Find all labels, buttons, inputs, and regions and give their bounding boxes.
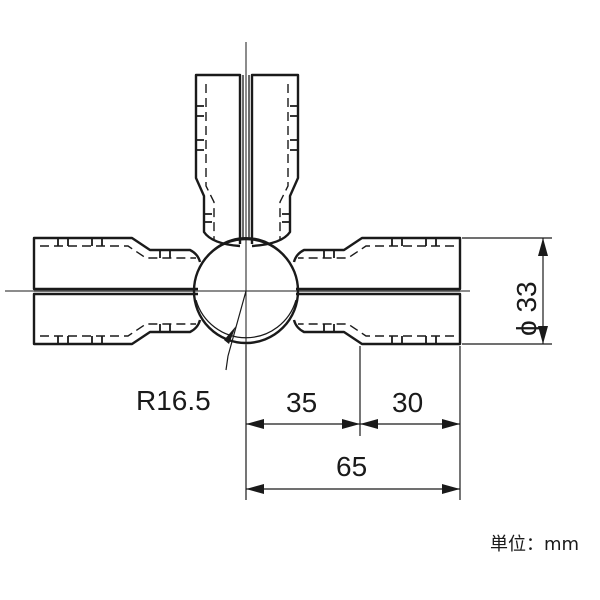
total-span-label: 65: [336, 451, 367, 482]
right-span-label: 30: [392, 387, 423, 418]
unit-label: 単位：mm: [490, 534, 579, 555]
diameter-label: ϕ 33: [511, 281, 542, 336]
center-sphere: [192, 236, 300, 345]
diameter-dimension: [462, 237, 552, 345]
radius-label: R16.5: [136, 385, 211, 416]
dimension-65: [246, 484, 460, 494]
left-span-label: 35: [286, 387, 317, 418]
left-branch: [32, 236, 202, 346]
dimension-35: [246, 419, 360, 429]
top-branch: [194, 73, 300, 248]
dimension-30: [360, 419, 460, 429]
radius-leader: [224, 290, 247, 371]
extension-lines: [245, 345, 461, 500]
right-branch: [292, 236, 462, 346]
